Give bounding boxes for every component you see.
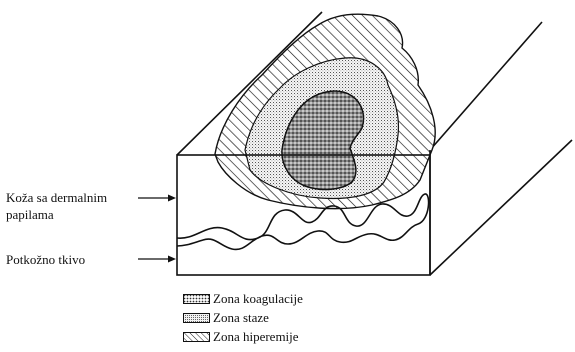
legend: Zona koagulacije Zona staze Zona hiperem… [183,289,303,346]
skin-label-line1: Koža sa dermalnim [6,189,107,206]
skin-pointer-arrow [138,195,176,202]
hyperemia-swatch-icon [183,332,210,342]
legend-item-stasis: Zona staze [183,308,303,327]
coagulation-swatch-icon [183,294,210,304]
stasis-swatch-icon [183,313,210,323]
subcutaneous-tissue-label: Potkožno tkivo [6,251,85,268]
legend-item-coagulation: Zona koagulacije [183,289,303,308]
legend-label-coagulation: Zona koagulacije [213,291,303,307]
legend-item-hyperemia: Zona hiperemije [183,327,303,346]
skin-dermal-papillae-label: Koža sa dermalnim papilama [6,189,107,223]
legend-label-stasis: Zona staze [213,310,269,326]
legend-label-hyperemia: Zona hiperemije [213,329,299,345]
skin-label-line2: papilama [6,206,107,223]
subcutaneous-pointer-arrow [138,256,176,263]
